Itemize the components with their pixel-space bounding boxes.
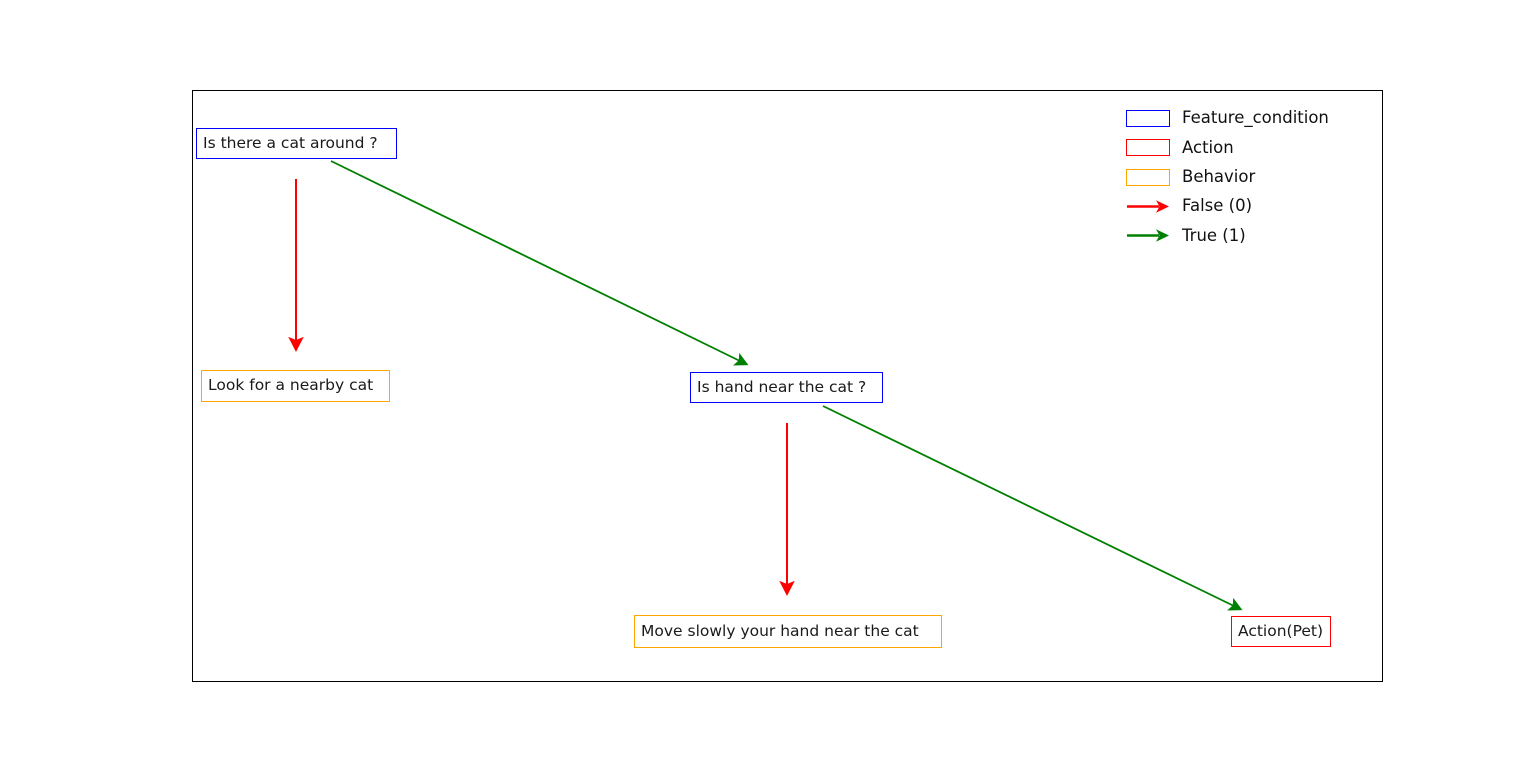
plot-frame	[192, 90, 1383, 682]
legend-label: Feature_condition	[1182, 108, 1329, 128]
legend-item-false-edge[interactable]: False (0)	[1126, 192, 1376, 221]
arrow-right-green-icon	[1126, 227, 1170, 244]
legend: Feature_condition Action Behavior False …	[1126, 104, 1376, 250]
legend-box-red-icon	[1126, 139, 1170, 157]
node-label: Action(Pet)	[1238, 621, 1324, 640]
node-feature-condition-hand-near[interactable]: Is hand near the cat ?	[690, 372, 883, 403]
node-label: Is there a cat around ?	[203, 133, 378, 152]
legend-label: Action	[1182, 137, 1234, 157]
node-label: Look for a nearby cat	[208, 376, 374, 395]
legend-item-action[interactable]: Action	[1126, 133, 1376, 162]
node-label: Is hand near the cat ?	[697, 377, 867, 396]
node-behavior-move-hand[interactable]: Move slowly your hand near the cat	[634, 615, 942, 648]
legend-item-true-edge[interactable]: True (1)	[1126, 221, 1376, 250]
edge-cat-around-true	[330, 160, 749, 366]
legend-item-behavior[interactable]: Behavior	[1126, 163, 1376, 192]
legend-box-orange-icon	[1126, 168, 1170, 186]
legend-box-blue-icon	[1126, 110, 1170, 128]
node-behavior-look-for-cat[interactable]: Look for a nearby cat	[201, 370, 390, 402]
legend-label: False (0)	[1182, 196, 1253, 216]
arrow-right-red-icon	[1126, 198, 1170, 215]
legend-label: True (1)	[1182, 225, 1246, 245]
node-feature-condition-cat-around[interactable]: Is there a cat around ?	[196, 128, 397, 159]
node-label: Move slowly your hand near the cat	[641, 621, 919, 640]
legend-label: Behavior	[1182, 166, 1256, 186]
edge-hand-near-true	[822, 405, 1243, 611]
legend-item-feature-condition[interactable]: Feature_condition	[1126, 104, 1376, 133]
node-action-pet[interactable]: Action(Pet)	[1231, 616, 1331, 647]
